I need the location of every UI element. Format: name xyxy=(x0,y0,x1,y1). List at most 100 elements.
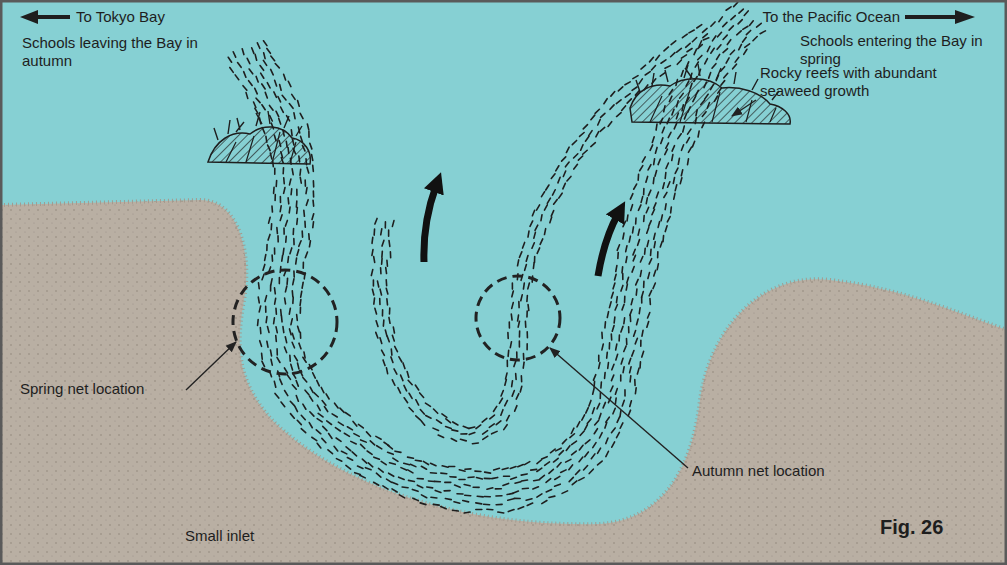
fish-dash xyxy=(507,493,513,494)
fish-dash xyxy=(638,205,641,210)
fish-dash xyxy=(420,393,424,397)
fish-dash xyxy=(280,379,282,384)
fish-dash xyxy=(617,245,619,251)
fish-dash xyxy=(512,303,514,309)
fish-dash xyxy=(280,84,281,90)
fish-dash xyxy=(677,48,682,52)
fish-dash xyxy=(460,439,466,441)
fish-dash xyxy=(381,251,383,257)
net-label: Autumn net location xyxy=(692,462,882,480)
fish-dash xyxy=(340,408,344,412)
fish-dash xyxy=(687,48,692,51)
fish-dash xyxy=(388,452,394,454)
fish-dash xyxy=(717,45,721,50)
fish-dash xyxy=(565,162,569,167)
fish-dash xyxy=(516,394,519,399)
fish-dash xyxy=(275,336,277,342)
fish-dash xyxy=(654,270,656,276)
fish-dash xyxy=(309,396,312,401)
fish-dash xyxy=(303,404,306,409)
fish-dash xyxy=(361,444,365,448)
fish-dash xyxy=(712,36,715,41)
fish-dash xyxy=(296,218,298,224)
fish-dash xyxy=(555,476,560,479)
fish-dash xyxy=(733,64,737,69)
fish-dash xyxy=(681,145,683,151)
fish-dash xyxy=(520,386,522,392)
fish-dash xyxy=(745,44,750,48)
fish-dash xyxy=(650,57,654,62)
fish-dash xyxy=(389,317,390,323)
fish-dash xyxy=(622,273,624,279)
fish-dash xyxy=(267,49,271,54)
fish-dash xyxy=(617,252,619,258)
fish-dash xyxy=(318,413,323,417)
fish-dash xyxy=(243,86,247,91)
fish-dash xyxy=(468,476,474,478)
fish-dash xyxy=(373,257,376,263)
fish-dash xyxy=(595,420,599,425)
fish-dash xyxy=(402,486,408,488)
fish-dash xyxy=(376,473,380,477)
fish-dash xyxy=(632,87,637,90)
fish-dash xyxy=(289,308,292,314)
fish-dash xyxy=(610,386,612,391)
fish-dash xyxy=(492,431,497,433)
fish-dash xyxy=(618,335,620,341)
fish-dash xyxy=(441,472,447,474)
fish-dash xyxy=(256,98,260,102)
fish-dash xyxy=(271,206,273,212)
fish-dash xyxy=(280,197,282,203)
fish-dash xyxy=(505,379,506,385)
fish-dash xyxy=(655,171,657,177)
fish-dash xyxy=(615,274,617,280)
fish-dash xyxy=(532,210,534,216)
fish-dash xyxy=(442,466,448,467)
fish-dash xyxy=(724,73,728,78)
fish-dash xyxy=(292,169,293,175)
fish-dash xyxy=(613,317,615,323)
fish-dash xyxy=(417,485,422,488)
fish-dash xyxy=(635,218,637,224)
fish-dash xyxy=(642,292,644,298)
fish-dash xyxy=(306,200,308,206)
fish-dash xyxy=(262,274,264,280)
fish-dash xyxy=(259,306,260,312)
fish-dash xyxy=(335,428,340,431)
fish-dash xyxy=(526,311,528,317)
fish-dash xyxy=(489,424,494,427)
fish-dash xyxy=(453,422,458,425)
fish-dash xyxy=(399,357,402,362)
fish-dash xyxy=(601,113,605,117)
fish-dash xyxy=(535,225,538,230)
fish-dash xyxy=(585,440,590,444)
fish-dash xyxy=(312,222,314,228)
fish-dash xyxy=(561,470,566,473)
fish-dash xyxy=(664,204,667,210)
fish-dash xyxy=(316,430,321,434)
fish-dash xyxy=(688,129,691,134)
fish-dash xyxy=(735,57,739,62)
fish-dash xyxy=(584,466,588,470)
fish-dash xyxy=(626,215,628,221)
fish-dash xyxy=(445,482,451,484)
fish-dash xyxy=(420,503,426,505)
fish-dash xyxy=(518,260,519,266)
fish-dash xyxy=(279,118,281,124)
fish-dash xyxy=(609,302,611,308)
fish-dash xyxy=(613,283,615,289)
fish-dash xyxy=(631,205,633,211)
fish-dash xyxy=(731,16,735,20)
fish-dash xyxy=(285,286,286,292)
fish-dash xyxy=(611,334,613,340)
fish-dash xyxy=(275,80,277,86)
fish-dash xyxy=(267,83,270,88)
fish-dash xyxy=(388,240,390,246)
fish-dash xyxy=(626,257,627,263)
fish-dash xyxy=(461,433,467,435)
fish-dash xyxy=(375,308,377,314)
fish-dash xyxy=(376,436,381,439)
fish-dash xyxy=(507,415,510,420)
